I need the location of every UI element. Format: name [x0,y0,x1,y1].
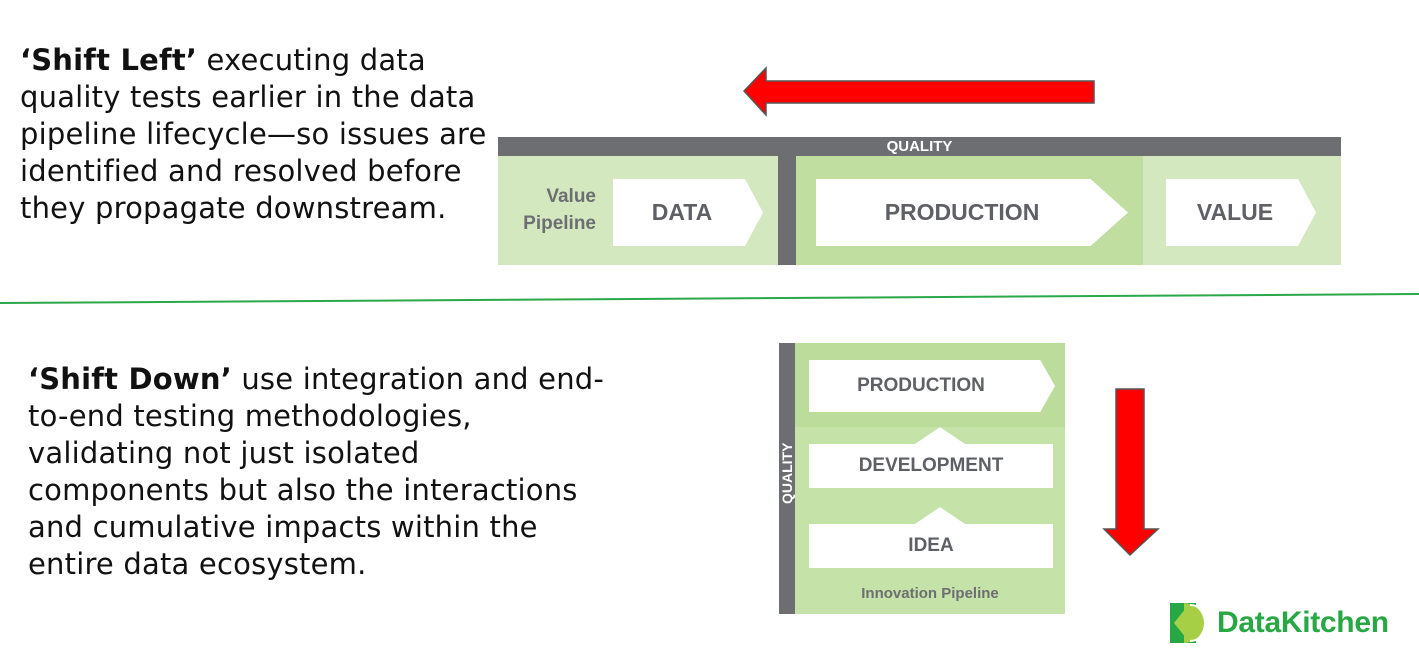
arrow-down-icon [1102,388,1160,557]
stage-development: DEVELOPMENT [809,444,1053,488]
stage-production: PRODUCTION [816,179,1128,246]
innovation-pipeline-diagram: QUALITY PRODUCTION DEVELOPMENT IDEA Inno… [779,343,1065,614]
quality-vertical-label: QUALITY [779,442,795,504]
quality-bar: QUALITY [498,137,1341,156]
innovation-pipeline-label: Innovation Pipeline [861,585,999,602]
section-divider [0,293,1419,304]
shift-left-description: ‘Shift Left’ executing data quality test… [20,42,500,227]
up-pointer-development [915,427,965,444]
datakitchen-logo: DataKitchen [1170,602,1410,644]
datakitchen-wordmark: DataKitchen [1217,606,1389,639]
stage-data: DATA [613,179,763,246]
shift-down-description: ‘Shift Down’ use integration and end-to-… [28,361,608,583]
stage-idea: IDEA [809,524,1053,568]
value-pipeline-label-line2: Pipeline [523,213,596,234]
shift-down-title: ‘Shift Down’ [28,362,232,396]
quality-vertical-bar: QUALITY [779,343,795,614]
datakitchen-logo-icon [1170,603,1209,643]
shift-left-title: ‘Shift Left’ [20,43,198,77]
stage-value: VALUE [1166,179,1316,246]
up-pointer-idea [915,507,965,524]
shift-down-body: use integration and end-to-end testing m… [28,362,605,581]
stage-production: PRODUCTION [809,360,1055,412]
quality-stem [778,156,796,265]
value-pipeline-label-line1: Value [546,186,596,207]
shift-left-body: executing data quality tests earlier in … [20,43,487,225]
value-pipeline-diagram: QUALITY Value Pipeline DATA PRODUCTION V… [498,137,1341,265]
value-pipeline-label: Value Pipeline [510,183,596,237]
arrow-left-icon [742,66,1095,117]
